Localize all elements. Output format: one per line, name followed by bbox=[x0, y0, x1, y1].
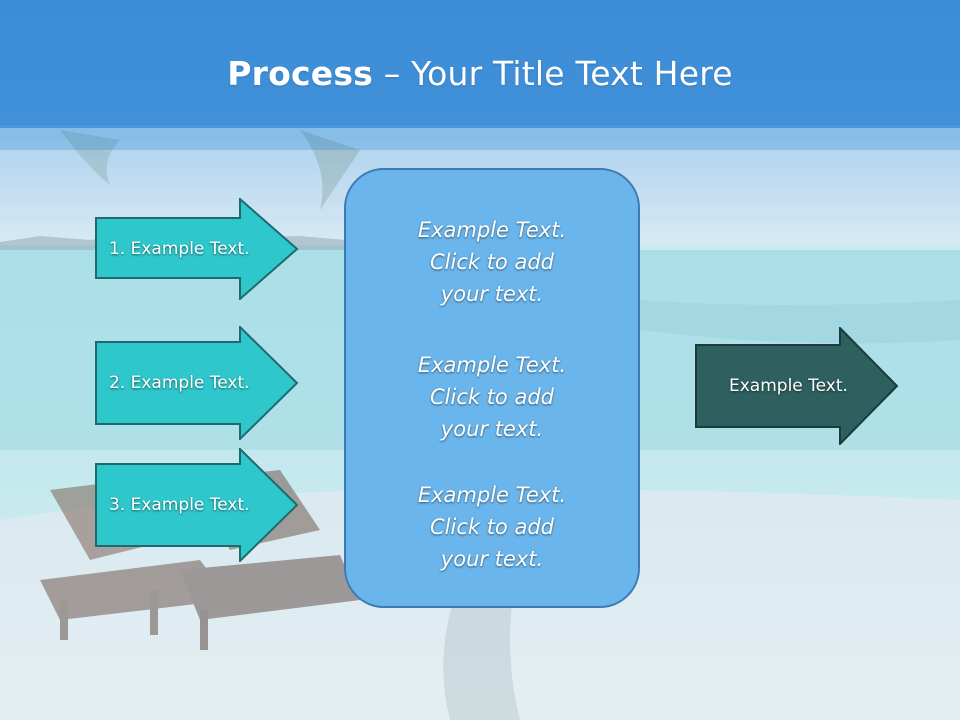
center-paragraph-1-line-2: Click to add bbox=[429, 250, 554, 274]
process-arrow-3[interactable]: 3. Example Text. bbox=[95, 448, 299, 562]
center-paragraph-2-line-3: your text. bbox=[440, 417, 544, 441]
process-arrow-1-label: 1. Example Text. bbox=[109, 239, 250, 259]
center-paragraph-1: Example Text. Click to add your text. bbox=[346, 214, 638, 310]
output-arrow[interactable]: Example Text. bbox=[695, 327, 899, 445]
center-paragraph-2-line-2: Click to add bbox=[429, 385, 554, 409]
center-paragraph-3: Example Text. Click to add your text. bbox=[346, 479, 638, 575]
title-rest-text: – Your Title Text Here bbox=[373, 54, 733, 93]
center-paragraph-1-line-1: Example Text. bbox=[417, 218, 567, 242]
center-paragraph-3-line-1: Example Text. bbox=[417, 483, 567, 507]
process-arrow-2-label: 2. Example Text. bbox=[109, 373, 250, 393]
center-text-box[interactable]: Example Text. Click to add your text. Ex… bbox=[344, 168, 640, 608]
title-bar: Process – Your Title Text Here bbox=[0, 0, 960, 150]
output-arrow-label: Example Text. bbox=[729, 376, 848, 396]
process-arrow-1[interactable]: 1. Example Text. bbox=[95, 198, 299, 300]
title-bold-text: Process bbox=[227, 54, 374, 93]
center-paragraph-3-line-3: your text. bbox=[440, 547, 544, 571]
process-arrow-3-label: 3. Example Text. bbox=[109, 495, 250, 515]
center-paragraph-1-line-3: your text. bbox=[440, 282, 544, 306]
center-paragraph-2-line-1: Example Text. bbox=[417, 353, 567, 377]
process-arrow-2[interactable]: 2. Example Text. bbox=[95, 326, 299, 440]
slide-title[interactable]: Process – Your Title Text Here bbox=[227, 54, 733, 93]
center-paragraph-2: Example Text. Click to add your text. bbox=[346, 349, 638, 445]
center-paragraph-3-line-2: Click to add bbox=[429, 515, 554, 539]
